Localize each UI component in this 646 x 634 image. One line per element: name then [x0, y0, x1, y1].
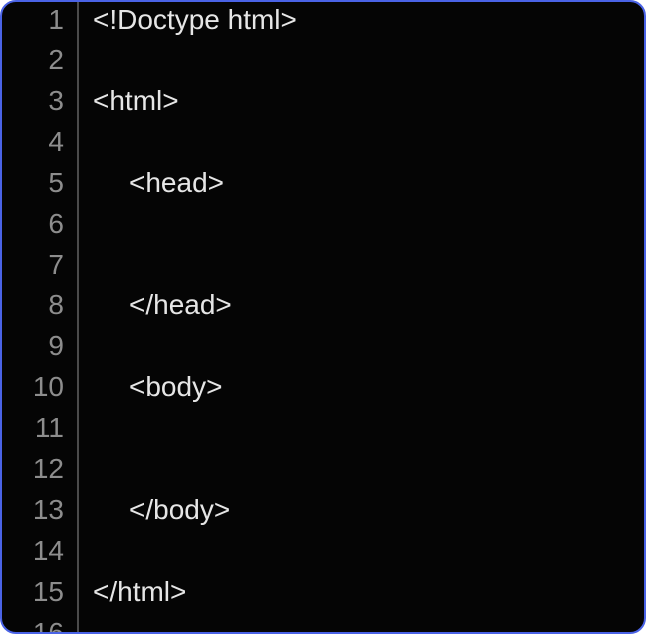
head-open-tag-text: <head>	[129, 167, 224, 198]
code-line-2[interactable]	[80, 40, 644, 80]
code-text-area[interactable]: <!Doctype html> <html> <head> </head> <b…	[80, 2, 644, 632]
line-number: 3	[48, 85, 64, 116]
line-number-gutter: 1 2 3 4 5 6 7 8 9 10 11 12 13 14 15 16	[2, 2, 79, 632]
html-close-tag-text: </html>	[93, 576, 187, 607]
code-line-5[interactable]: <head>	[80, 163, 644, 203]
line-number: 2	[48, 44, 64, 75]
code-line-11[interactable]	[80, 408, 644, 448]
body-close-tag-text: </body>	[129, 494, 231, 525]
line-number: 9	[48, 330, 64, 361]
head-close-tag-text: </head>	[129, 289, 232, 320]
line-number: 14	[32, 535, 64, 566]
line-number: 10	[32, 371, 64, 402]
code-line-7[interactable]	[80, 245, 644, 285]
code-line-3[interactable]: <html>	[80, 81, 644, 121]
code-line-9[interactable]	[80, 326, 644, 366]
code-line-6[interactable]	[80, 204, 644, 244]
line-number: 1	[48, 4, 64, 35]
code-line-12[interactable]	[80, 449, 644, 489]
code-line-4[interactable]	[80, 122, 644, 162]
line-number: 7	[48, 249, 64, 280]
line-number: 15	[32, 576, 64, 607]
doctype-text: <!Doctype html>	[93, 4, 297, 35]
line-number: 4	[48, 126, 64, 157]
line-number: 12	[32, 453, 64, 484]
code-line-15[interactable]: </html>	[80, 572, 644, 612]
line-number: 6	[48, 208, 64, 239]
code-line-14[interactable]	[80, 531, 644, 571]
html-open-tag-text: <html>	[93, 85, 179, 116]
body-open-tag-text: <body>	[129, 371, 223, 402]
line-number: 13	[32, 494, 64, 525]
code-line-16[interactable]	[80, 613, 644, 632]
line-number: 5	[48, 167, 64, 198]
code-line-1[interactable]: <!Doctype html>	[80, 2, 644, 40]
code-line-13[interactable]: </body>	[80, 490, 644, 530]
code-line-10[interactable]: <body>	[80, 367, 644, 407]
line-number: 16	[32, 617, 64, 634]
line-number: 11	[34, 412, 64, 443]
line-number: 8	[48, 289, 64, 320]
code-line-8[interactable]: </head>	[80, 285, 644, 325]
